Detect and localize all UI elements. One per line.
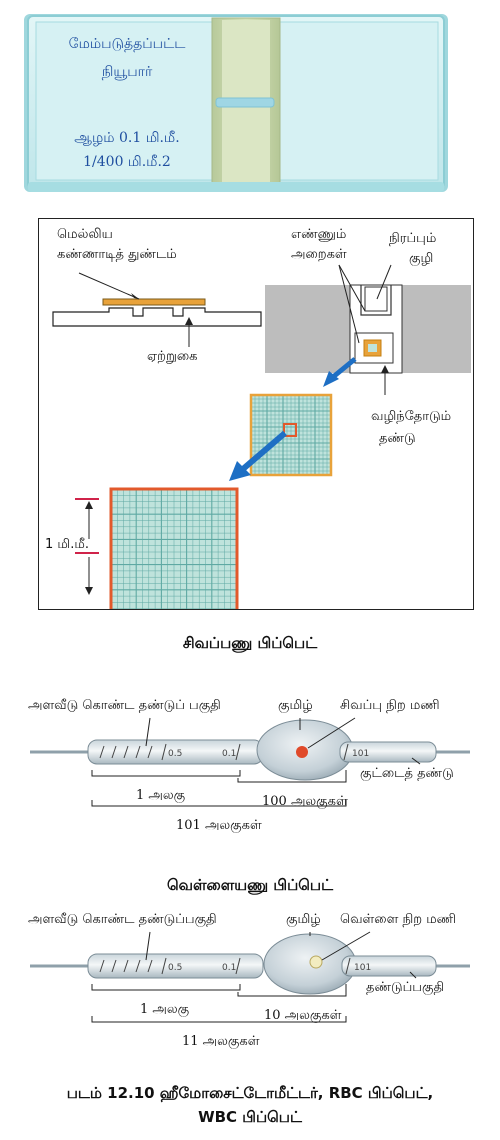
wbc-white-bead xyxy=(309,955,323,969)
rbc-unit-101: 101 அலகுகள் xyxy=(176,818,262,833)
rbc-red-bead xyxy=(296,746,308,758)
overflow-label-1: வழிந்தோடும் xyxy=(371,409,452,424)
rbc-bead-label: சிவப்பு நிற மணி xyxy=(340,698,440,713)
figure-caption-line1: படம் 12.10 ஹீமோசைட்டோமீட்டர், RBC பிப்பெ… xyxy=(66,1084,434,1102)
coverslip-label-1: மெல்லிய xyxy=(57,227,113,242)
rbc-tick-101: 101 xyxy=(352,749,369,759)
rbc-stem-label: அளவீடு கொண்ட தண்டுப் பகுதி xyxy=(28,698,221,713)
counting-chamber-figure: மெல்லிய கண்ணாடித் துண்டம் ஏற்றுகை எண்ணும… xyxy=(38,218,474,610)
counting-chamber-label-1: எண்ணும் xyxy=(291,227,347,242)
rbc-unit-100: 100 அலகுகள் xyxy=(262,794,348,809)
counting-chamber-label-2: அறைகள் xyxy=(291,247,347,262)
rbc-unit-1: 1 அலகு xyxy=(136,788,186,803)
big-grid xyxy=(109,487,239,609)
rbc-bulb-label: குமிழ் xyxy=(278,698,313,713)
coverslip xyxy=(102,298,206,306)
slide-graphic xyxy=(24,14,448,192)
fill-well-label-2: குழி xyxy=(409,251,434,266)
slide-label-line1: மேம்படுத்தப்பட்ட xyxy=(68,36,186,52)
fill-well-label-1: நிரப்பும் xyxy=(389,231,437,246)
rbc-tick-1: 0.1 xyxy=(222,749,236,759)
wbc-tick-05: 0.5 xyxy=(168,963,182,973)
rbc-pipette: 0.5 0.1 101 அளவீடு கொண்ட தண்டுப் பகுதி க… xyxy=(0,690,500,860)
slide-label-line3: ஆழம் 0.1 மி.மீ. xyxy=(74,130,180,146)
coverslip-label-2: கண்ணாடித் துண்டம் xyxy=(57,247,177,262)
wbc-bead-label: வெள்ளை நிற மணி xyxy=(340,912,456,927)
wbc-stem-label: அளவீடு கொண்ட தண்டுப்பகுதி xyxy=(28,912,217,927)
overflow-label-2: தண்டு xyxy=(379,431,416,446)
figure-caption-line2: WBC பிப்பெட் xyxy=(198,1108,302,1126)
wbc-pipette: 0.5 0.1 101 அளவீடு கொண்ட தண்டுப்பகுதி கு… xyxy=(0,906,500,1066)
wbc-tick-11: 101 xyxy=(354,963,371,973)
rbc-pipette-graphic: 0.5 0.1 101 xyxy=(30,717,470,807)
rbc-pipette-title: சிவப்பணு பிப்பெட் xyxy=(182,634,318,652)
wbc-tick-1: 0.1 xyxy=(222,963,236,973)
wbc-unit-11: 11 அலகுகள் xyxy=(182,1034,260,1049)
wbc-unit-10: 10 அலகுகள் xyxy=(264,1008,342,1023)
slide-label-line4: 1/400 மி.மீ.2 xyxy=(83,154,171,170)
wbc-bulb-label: குமிழ் xyxy=(286,912,321,927)
wbc-unit-1: 1 அலகு xyxy=(140,1002,190,1017)
ridge-label: ஏற்றுகை xyxy=(147,349,198,364)
scale-label: 1 மி.மீ. xyxy=(45,537,89,552)
mid-grid xyxy=(249,393,333,477)
chamber-graphic xyxy=(52,264,471,609)
slide-label-line2: நியூபார் xyxy=(101,64,153,80)
hemocytometer-slide: மேம்படுத்தப்பட்ட நியூபார் ஆழம் 0.1 மி.மீ… xyxy=(22,12,452,197)
wbc-pipette-graphic: 0.5 0.1 101 xyxy=(30,931,470,1023)
slide-cross-section xyxy=(52,307,262,327)
rbc-short-stem-label: குட்டைத் தண்டு xyxy=(360,766,454,781)
wbc-pipette-title: வெள்ளையணு பிப்பெட் xyxy=(166,876,334,894)
wbc-short-stem-label: தண்டுப்பகுதி xyxy=(366,980,445,995)
rbc-tick-05: 0.5 xyxy=(168,749,182,759)
